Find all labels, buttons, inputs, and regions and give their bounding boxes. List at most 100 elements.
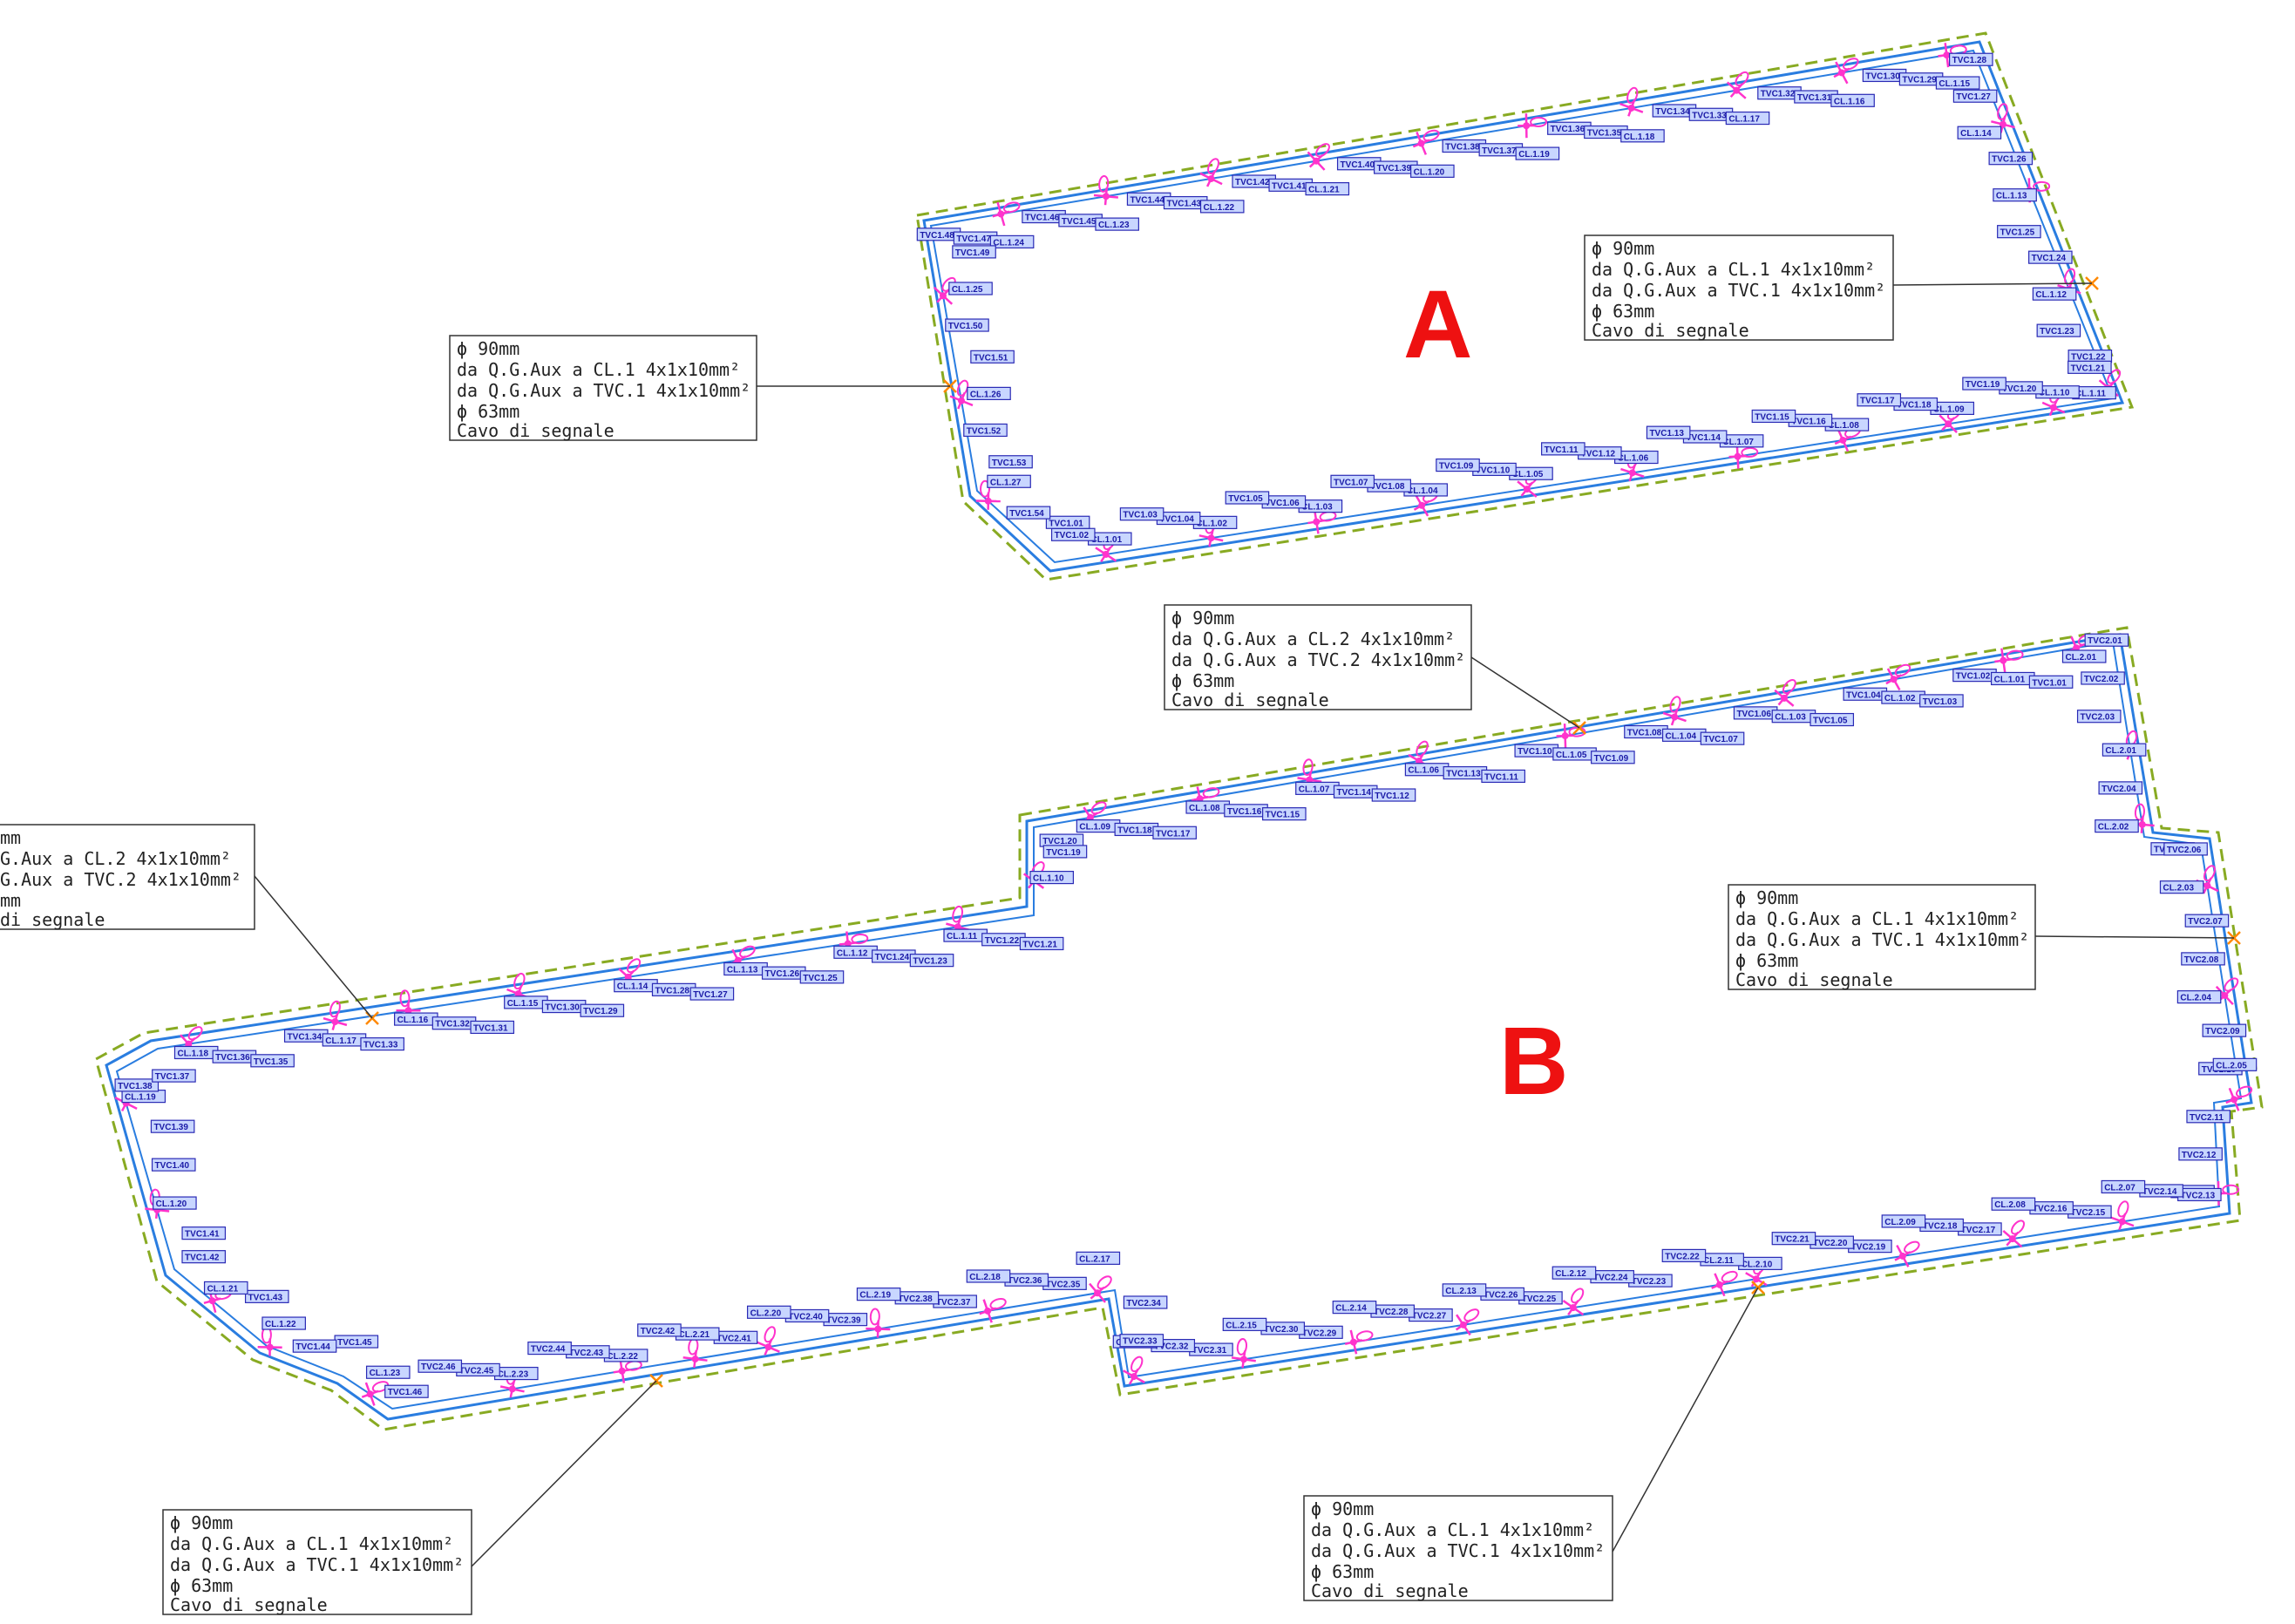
svg-text:TVC1.03: TVC1.03 bbox=[1123, 511, 1158, 520]
svg-text:TVC1.06: TVC1.06 bbox=[1265, 499, 1300, 508]
note-box: ϕ 90mm da Q.G.Aux a CL.1 4x1x10mm² da Q.… bbox=[1584, 234, 1894, 341]
fixture-tag: TVC1.36 bbox=[1547, 121, 1592, 135]
fixture-tag: TVC2.28 bbox=[1370, 1304, 1416, 1318]
svg-text:TVC1.45: TVC1.45 bbox=[1062, 217, 1097, 227]
fixture-tag: CL.2.01 bbox=[2101, 743, 2147, 757]
fixture-tag: TVC1.13 bbox=[1443, 765, 1488, 780]
svg-text:TVC1.04: TVC1.04 bbox=[1846, 690, 1881, 700]
note-frame bbox=[449, 335, 757, 441]
pole-lamp-icon bbox=[1307, 143, 1330, 171]
note-line: da Q.G.Aux a CL.1 4x1x10mm² bbox=[1592, 259, 1875, 280]
fixture-tag: TVC1.05 bbox=[1225, 491, 1270, 505]
note-line: ϕ 63mm bbox=[1592, 301, 1654, 322]
svg-text:TVC1.31: TVC1.31 bbox=[1797, 93, 1832, 103]
svg-text:TVC2.24: TVC2.24 bbox=[1593, 1274, 1628, 1283]
svg-text:TVC1.44: TVC1.44 bbox=[1130, 195, 1164, 205]
svg-text:CL.1.11: CL.1.11 bbox=[947, 932, 977, 941]
svg-text:CL.2.10: CL.2.10 bbox=[1742, 1260, 1773, 1269]
svg-text:TVC2.07: TVC2.07 bbox=[2188, 917, 2223, 927]
fixture-tag: TVC1.09 bbox=[1591, 751, 1635, 764]
fixture-tag: TVC2.33 bbox=[1119, 1334, 1164, 1348]
svg-text:TVC2.41: TVC2.41 bbox=[716, 1334, 751, 1343]
svg-text:TVC2.09: TVC2.09 bbox=[2205, 1027, 2240, 1036]
svg-text:TVC1.43: TVC1.43 bbox=[1166, 200, 1201, 209]
svg-text:CL.1.17: CL.1.17 bbox=[1728, 115, 1760, 125]
fixture-tag: TVC2.34 bbox=[1123, 1295, 1168, 1309]
pole-lamp-icon bbox=[979, 1298, 1007, 1323]
fixture-tag: TVC1.24 bbox=[2028, 250, 2073, 264]
svg-text:TVC1.05: TVC1.05 bbox=[1813, 717, 1848, 726]
svg-text:TVC1.20: TVC1.20 bbox=[1042, 837, 1077, 846]
svg-text:TVC2.13: TVC2.13 bbox=[2181, 1191, 2216, 1200]
note-line: ϕ 90mm bbox=[1311, 1498, 1374, 1519]
pole-lamp-icon bbox=[1991, 103, 2015, 133]
svg-text:TVC1.36: TVC1.36 bbox=[1551, 125, 1585, 134]
note-frame bbox=[1584, 234, 1894, 341]
note-line: G.Aux a CL.2 4x1x10mm² bbox=[0, 848, 231, 869]
svg-text:CL.1.01: CL.1.01 bbox=[1091, 535, 1123, 545]
svg-text:CL.1.06: CL.1.06 bbox=[1618, 454, 1649, 464]
pole-lamp-icon bbox=[682, 1337, 708, 1369]
svg-text:TVC1.04: TVC1.04 bbox=[1159, 515, 1194, 525]
fixture-tag: CL.1.14 bbox=[614, 979, 658, 993]
fixture-tag: TVC1.11 bbox=[1541, 442, 1585, 456]
svg-text:CL.1.26: CL.1.26 bbox=[970, 390, 1002, 399]
fixture-tag: TVC2.08 bbox=[2181, 952, 2225, 966]
fixture-tag: TVC1.26 bbox=[761, 966, 806, 980]
pole-lamp-icon bbox=[1199, 158, 1223, 187]
pole-lamp-icon bbox=[1619, 86, 1644, 117]
fixture-tag: TVC1.43 bbox=[244, 1289, 289, 1303]
fixture-tag: TVC1.03 bbox=[1919, 694, 1964, 708]
svg-text:TVC1.01: TVC1.01 bbox=[2032, 678, 2067, 688]
note-frame bbox=[0, 824, 255, 930]
pole-lamp-icon bbox=[1518, 113, 1548, 139]
note-line: ϕ 90mm bbox=[170, 1512, 233, 1533]
svg-text:TVC1.18: TVC1.18 bbox=[1897, 401, 1932, 411]
fixture-tag: TVC1.17 bbox=[1152, 826, 1197, 839]
note-box: mm G.Aux a CL.2 4x1x10mm² G.Aux a TVC.2 … bbox=[0, 824, 255, 930]
fixture-tag: CL.1.09 bbox=[1076, 819, 1121, 833]
svg-text:CL.1.07: CL.1.07 bbox=[1299, 785, 1330, 794]
fixture-tag: TVC2.09 bbox=[2202, 1023, 2247, 1037]
fixture-tag: TVC1.15 bbox=[1262, 807, 1307, 821]
svg-text:CL.1.18: CL.1.18 bbox=[177, 1049, 208, 1058]
svg-text:TVC1.33: TVC1.33 bbox=[1692, 111, 1727, 120]
svg-text:CL.2.21: CL.2.21 bbox=[679, 1330, 710, 1340]
fixture-tag: CL.1.18 bbox=[1620, 129, 1665, 143]
svg-text:CL.1.24: CL.1.24 bbox=[993, 238, 1024, 248]
note-line: da Q.G.Aux a TVC.1 4x1x10mm² bbox=[457, 380, 750, 401]
svg-text:TVC1.15: TVC1.15 bbox=[1266, 811, 1300, 820]
fixture-tag: TVC2.29 bbox=[1299, 1325, 1343, 1339]
svg-text:TVC1.05: TVC1.05 bbox=[1228, 494, 1263, 504]
fixture-tag: TVC1.23 bbox=[2036, 323, 2081, 337]
zone-b-conduit-outer bbox=[105, 633, 2253, 1421]
svg-text:TVC2.39: TVC2.39 bbox=[826, 1316, 861, 1326]
fixture-tag: CL.2.10 bbox=[1738, 1256, 1782, 1270]
fixture-tag: CL.2.15 bbox=[1222, 1317, 1267, 1331]
note-line: ϕ 90mm bbox=[1592, 238, 1654, 259]
svg-text:CL.2.07: CL.2.07 bbox=[2104, 1183, 2135, 1193]
fixture-tag: TVC2.44 bbox=[527, 1341, 572, 1356]
svg-text:TVC2.35: TVC2.35 bbox=[1046, 1280, 1081, 1289]
svg-text:CL.1.08: CL.1.08 bbox=[1828, 421, 1859, 431]
fixture-tag: TVC1.08 bbox=[1624, 724, 1668, 739]
svg-text:CL.2.08: CL.2.08 bbox=[1994, 1200, 2026, 1210]
svg-text:TVC1.02: TVC1.02 bbox=[1956, 672, 1991, 682]
svg-text:CL.1.06: CL.1.06 bbox=[1408, 766, 1439, 776]
svg-text:TVC2.45: TVC2.45 bbox=[459, 1366, 494, 1376]
svg-text:CL.1.09: CL.1.09 bbox=[1933, 404, 1965, 414]
fixture-tag: TVC1.04 bbox=[1843, 687, 1888, 701]
pole-lamp-icon bbox=[1556, 724, 1586, 749]
fixture-tag: CL.2.11 bbox=[1700, 1253, 1744, 1267]
note-line: ϕ 63mm bbox=[1735, 950, 1798, 971]
svg-text:TVC1.14: TVC1.14 bbox=[1337, 788, 1372, 798]
fixture-tag: TVC1.52 bbox=[963, 423, 1008, 438]
svg-text:TVC2.17: TVC2.17 bbox=[1961, 1226, 1996, 1235]
svg-text:TVC2.28: TVC2.28 bbox=[1374, 1308, 1409, 1317]
svg-text:CL.1.23: CL.1.23 bbox=[370, 1369, 401, 1378]
svg-text:TVC2.44: TVC2.44 bbox=[531, 1345, 566, 1355]
svg-text:TVC1.50: TVC1.50 bbox=[948, 322, 983, 331]
svg-text:TVC1.51: TVC1.51 bbox=[974, 353, 1008, 363]
svg-text:TVC2.11: TVC2.11 bbox=[2190, 1113, 2224, 1123]
fixture-tag: CL.1.16 bbox=[1830, 93, 1875, 107]
